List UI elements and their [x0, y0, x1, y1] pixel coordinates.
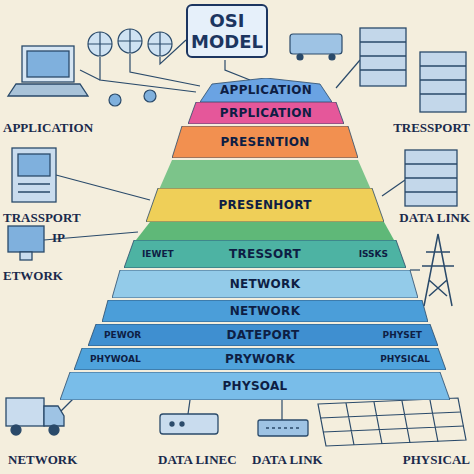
layer-label: PHYSICAL	[403, 452, 470, 468]
layer-side-label: ISSKS	[359, 249, 388, 259]
layer-label: IP	[52, 230, 65, 246]
layer-side-label: PHYSICAL	[380, 354, 430, 364]
osi-layer-band: PRYWORK PHYWOAL PHYSICAL	[74, 348, 446, 370]
layer-label: DATA LINEC	[158, 452, 237, 468]
layer-name: NETWORK	[230, 277, 301, 291]
osi-layer-band: PRPLICATION	[188, 102, 344, 124]
layer-side-label: IEWET	[142, 249, 174, 259]
title-box: OSI MODEL	[186, 4, 268, 58]
layer-name: PRPLICATION	[220, 106, 312, 120]
osi-layer-band: PHYSOAL	[60, 372, 450, 400]
diagram-title: OSI MODEL	[188, 10, 266, 52]
layer-label: ETWORK	[3, 268, 63, 284]
layer-label: TRESSPORT	[393, 120, 470, 136]
layer-name: DATEPORT	[227, 328, 300, 342]
layer-label: DATA LINK	[252, 452, 323, 468]
osi-layer-band: NETWORK	[112, 270, 418, 298]
layer-side-label: PHYSET	[383, 330, 422, 340]
layer-name: TRESSORT	[229, 247, 301, 261]
osi-layer-band: NETWORK	[102, 300, 428, 322]
layer-name: PHYSOAL	[222, 379, 287, 393]
layer-side-label: PHYWOAL	[90, 354, 141, 364]
osi-layer-band: TRESSORT IEWET ISSKS	[124, 240, 406, 268]
layer-label: APPLICATION	[3, 120, 93, 136]
osi-layer-band: APPLICATION	[200, 78, 332, 102]
osi-layer-band: PRESENHORT	[146, 188, 384, 222]
layer-name: PRESENTION	[220, 135, 309, 149]
layer-label: TRASSPORT	[3, 210, 81, 226]
osi-layer-band: PRESENTION	[172, 126, 358, 158]
layer-name: PRESENHORT	[218, 198, 311, 212]
layer-name: PRYWORK	[225, 352, 295, 366]
layer-side-label: PEWOR	[104, 330, 141, 340]
layer-label: NETWORK	[8, 452, 77, 468]
layer-name: NETWORK	[230, 304, 301, 318]
layer-label: DATA LINK	[399, 210, 470, 226]
layer-name: APPLICATION	[220, 83, 312, 97]
osi-layer-band: DATEPORT PEWOR PHYSET	[88, 324, 438, 346]
